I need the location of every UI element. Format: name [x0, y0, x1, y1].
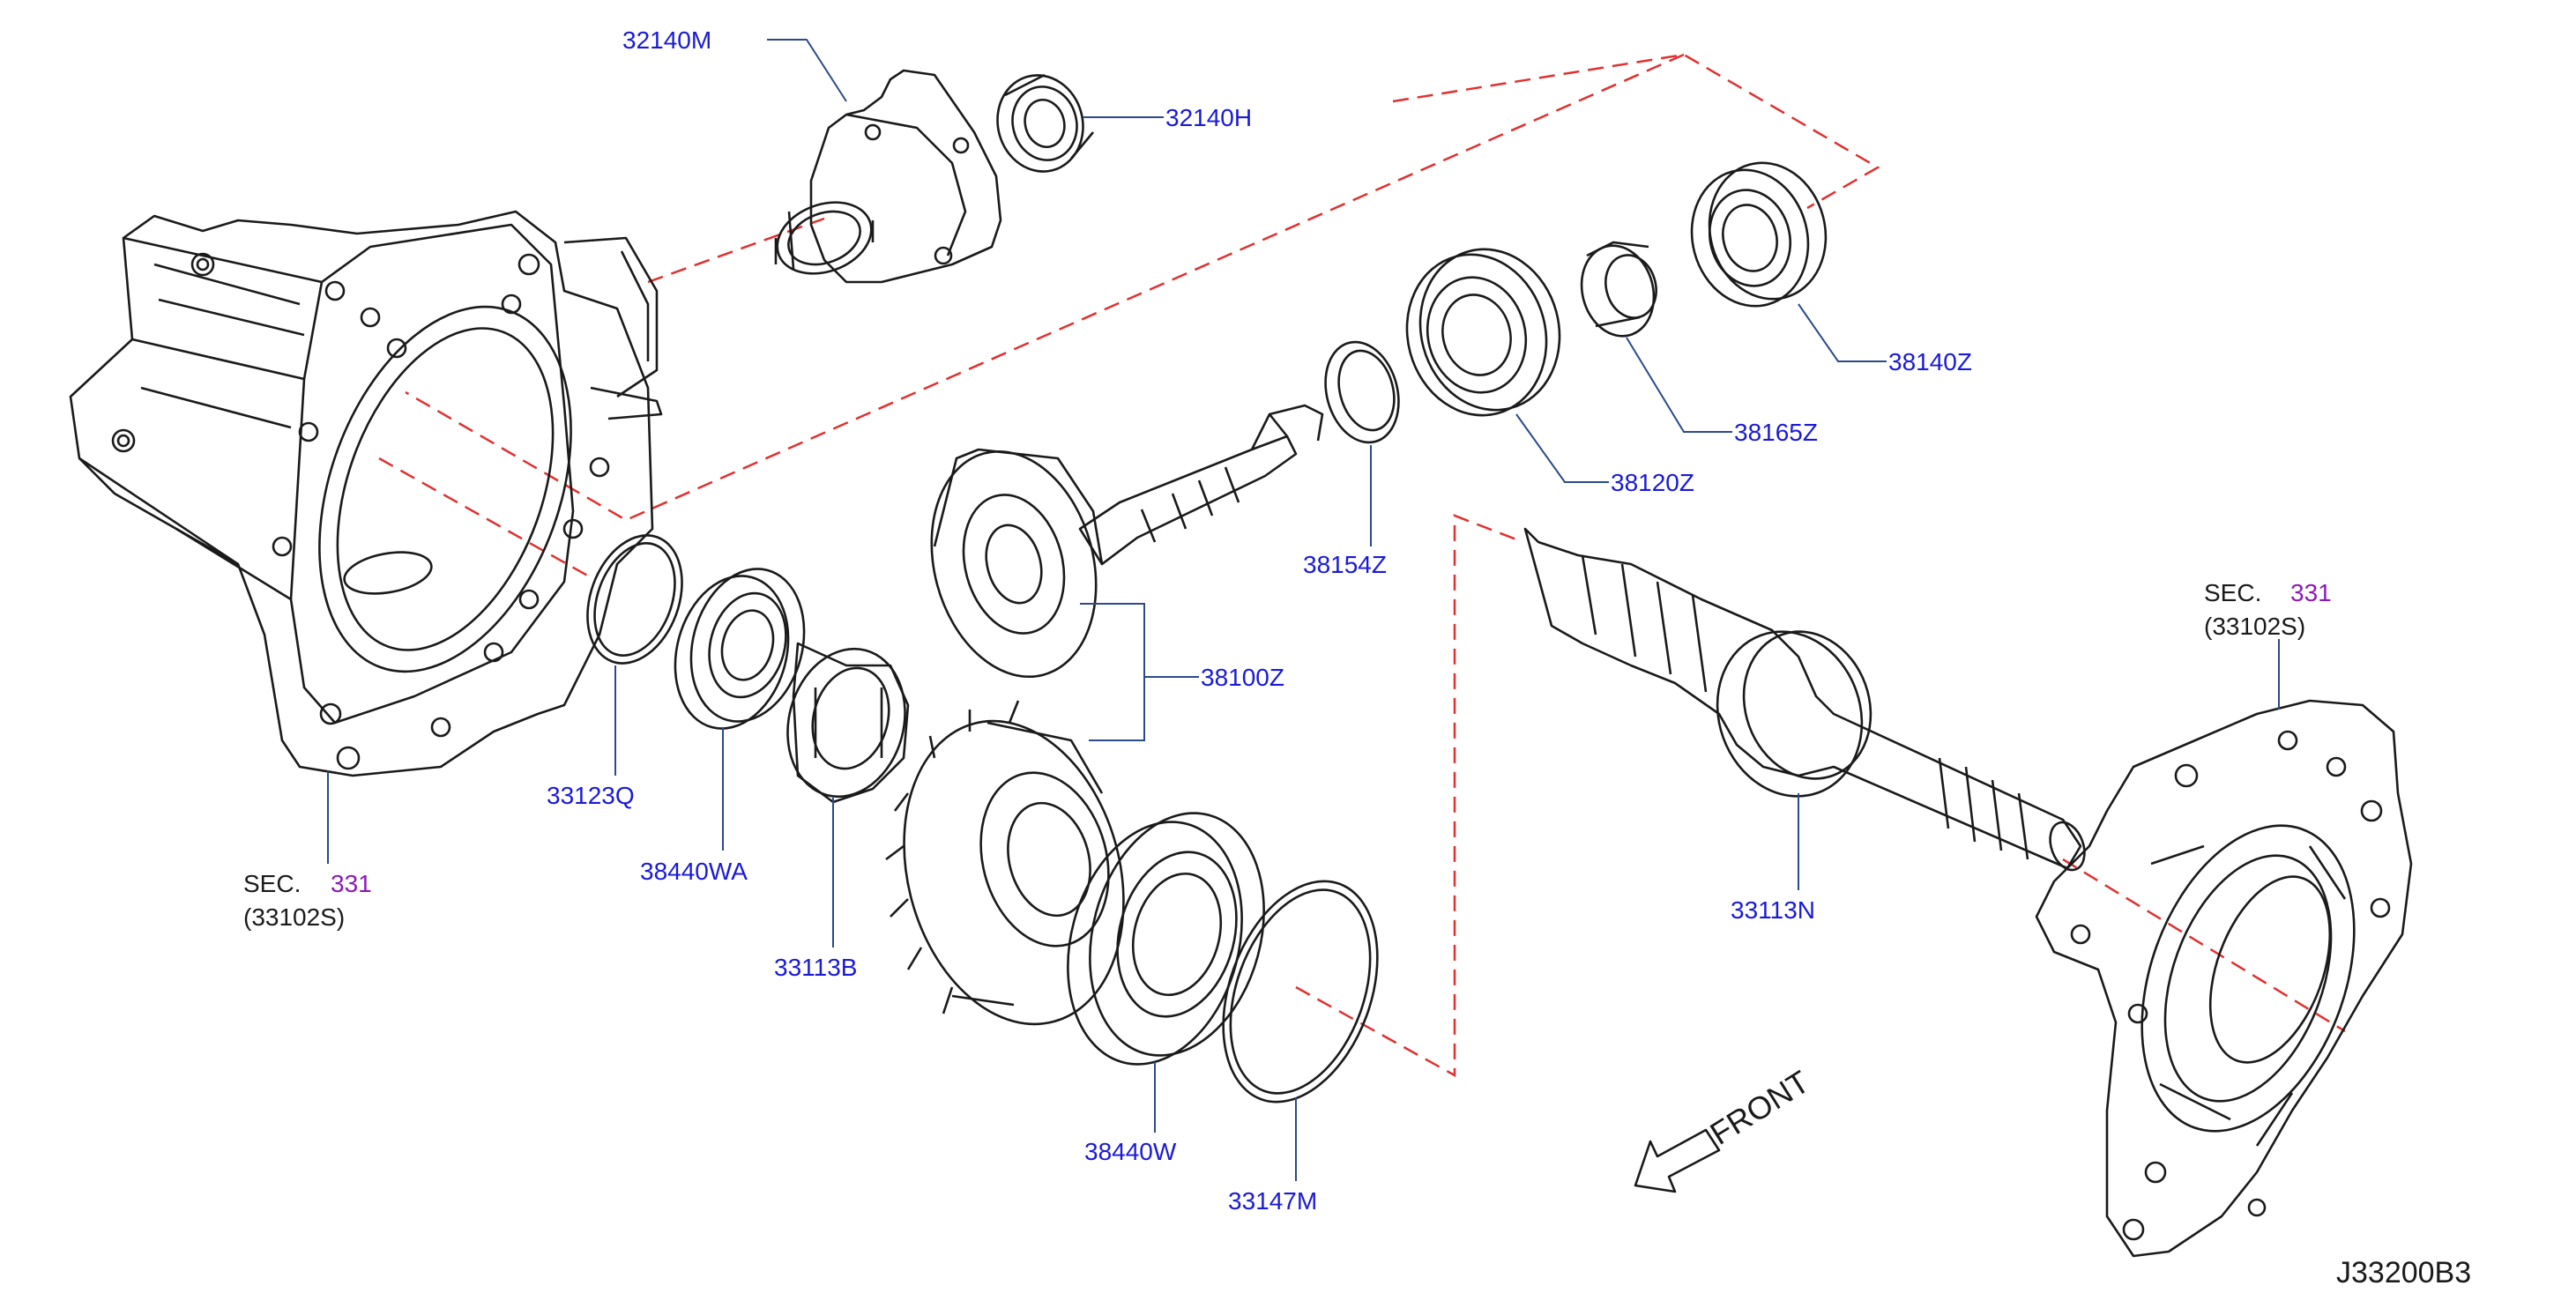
part-labels: 32140M 32140H 38140Z 38165Z 38120Z 38154… [547, 26, 1972, 1215]
centerline-lower [378, 457, 1517, 1078]
lock-nut-33113B [786, 642, 910, 804]
leader-38120Z [1515, 413, 1609, 483]
part-label-38100Z: 38100Z [1201, 664, 1284, 691]
gear-set-38100Z [885, 404, 1324, 1026]
centerline-right [2062, 858, 2346, 1033]
sec-prefix-right: SEC. [2204, 579, 2261, 606]
snap-ring-33123Q [586, 534, 683, 665]
part-label-33113B: 33113B [774, 954, 857, 981]
section-ref-right: SEC. 331 (33102S) [2204, 579, 2332, 640]
part-label-32140M: 32140M [622, 26, 711, 54]
bearing-38140Z [1690, 161, 1828, 308]
rear-cover-housing [2035, 699, 2413, 1258]
part-label-33147M: 33147M [1228, 1187, 1317, 1215]
main-shaft-33113N [1523, 527, 2086, 872]
sleeve-38165Z [1580, 241, 1657, 338]
section-ref-left: SEC. 331 (33102S) [243, 870, 372, 931]
part-label-38140Z: 38140Z [1888, 348, 1972, 375]
leader-38165Z [1626, 337, 1732, 433]
bearing-38120Z [1405, 248, 1561, 417]
sec-code-right: (33102S) [2204, 613, 2305, 640]
part-label-38440WA: 38440WA [640, 858, 748, 885]
leader-lines [327, 39, 2280, 1181]
part-label-38154Z: 38154Z [1303, 551, 1387, 578]
diagram-id: J33200B3 [2336, 1256, 2471, 1289]
spacer-38154Z [1324, 340, 1400, 444]
oil-seal-32140H [996, 73, 1094, 173]
bearing-38440WA [674, 568, 806, 730]
arrow-icon [1634, 1128, 1721, 1193]
snap-ring-33147M [1222, 880, 1379, 1104]
leader-32140M [767, 39, 847, 102]
part-label-38165Z: 38165Z [1734, 419, 1818, 446]
leader-38100Z [1080, 603, 1199, 741]
extension-housing-32140M [774, 69, 1002, 284]
front-label: FRONT [1704, 1063, 1816, 1151]
part-label-38440W: 38440W [1084, 1138, 1177, 1165]
part-label-32140H: 32140H [1165, 104, 1252, 131]
sec-prefix-left: SEC. [243, 870, 301, 897]
leader-38140Z [1798, 303, 1887, 362]
sec-code-left: (33102S) [243, 903, 345, 931]
sec-number-left: 331 [331, 870, 372, 897]
front-arrow [1634, 1128, 1721, 1193]
centerline-diagonal [405, 53, 1685, 522]
sec-number-right: 331 [2290, 579, 2332, 606]
part-label-33113N: 33113N [1731, 896, 1815, 924]
part-label-33123Q: 33123Q [547, 782, 635, 809]
transfer-case-housing [69, 210, 663, 777]
part-label-38120Z: 38120Z [1611, 469, 1694, 496]
